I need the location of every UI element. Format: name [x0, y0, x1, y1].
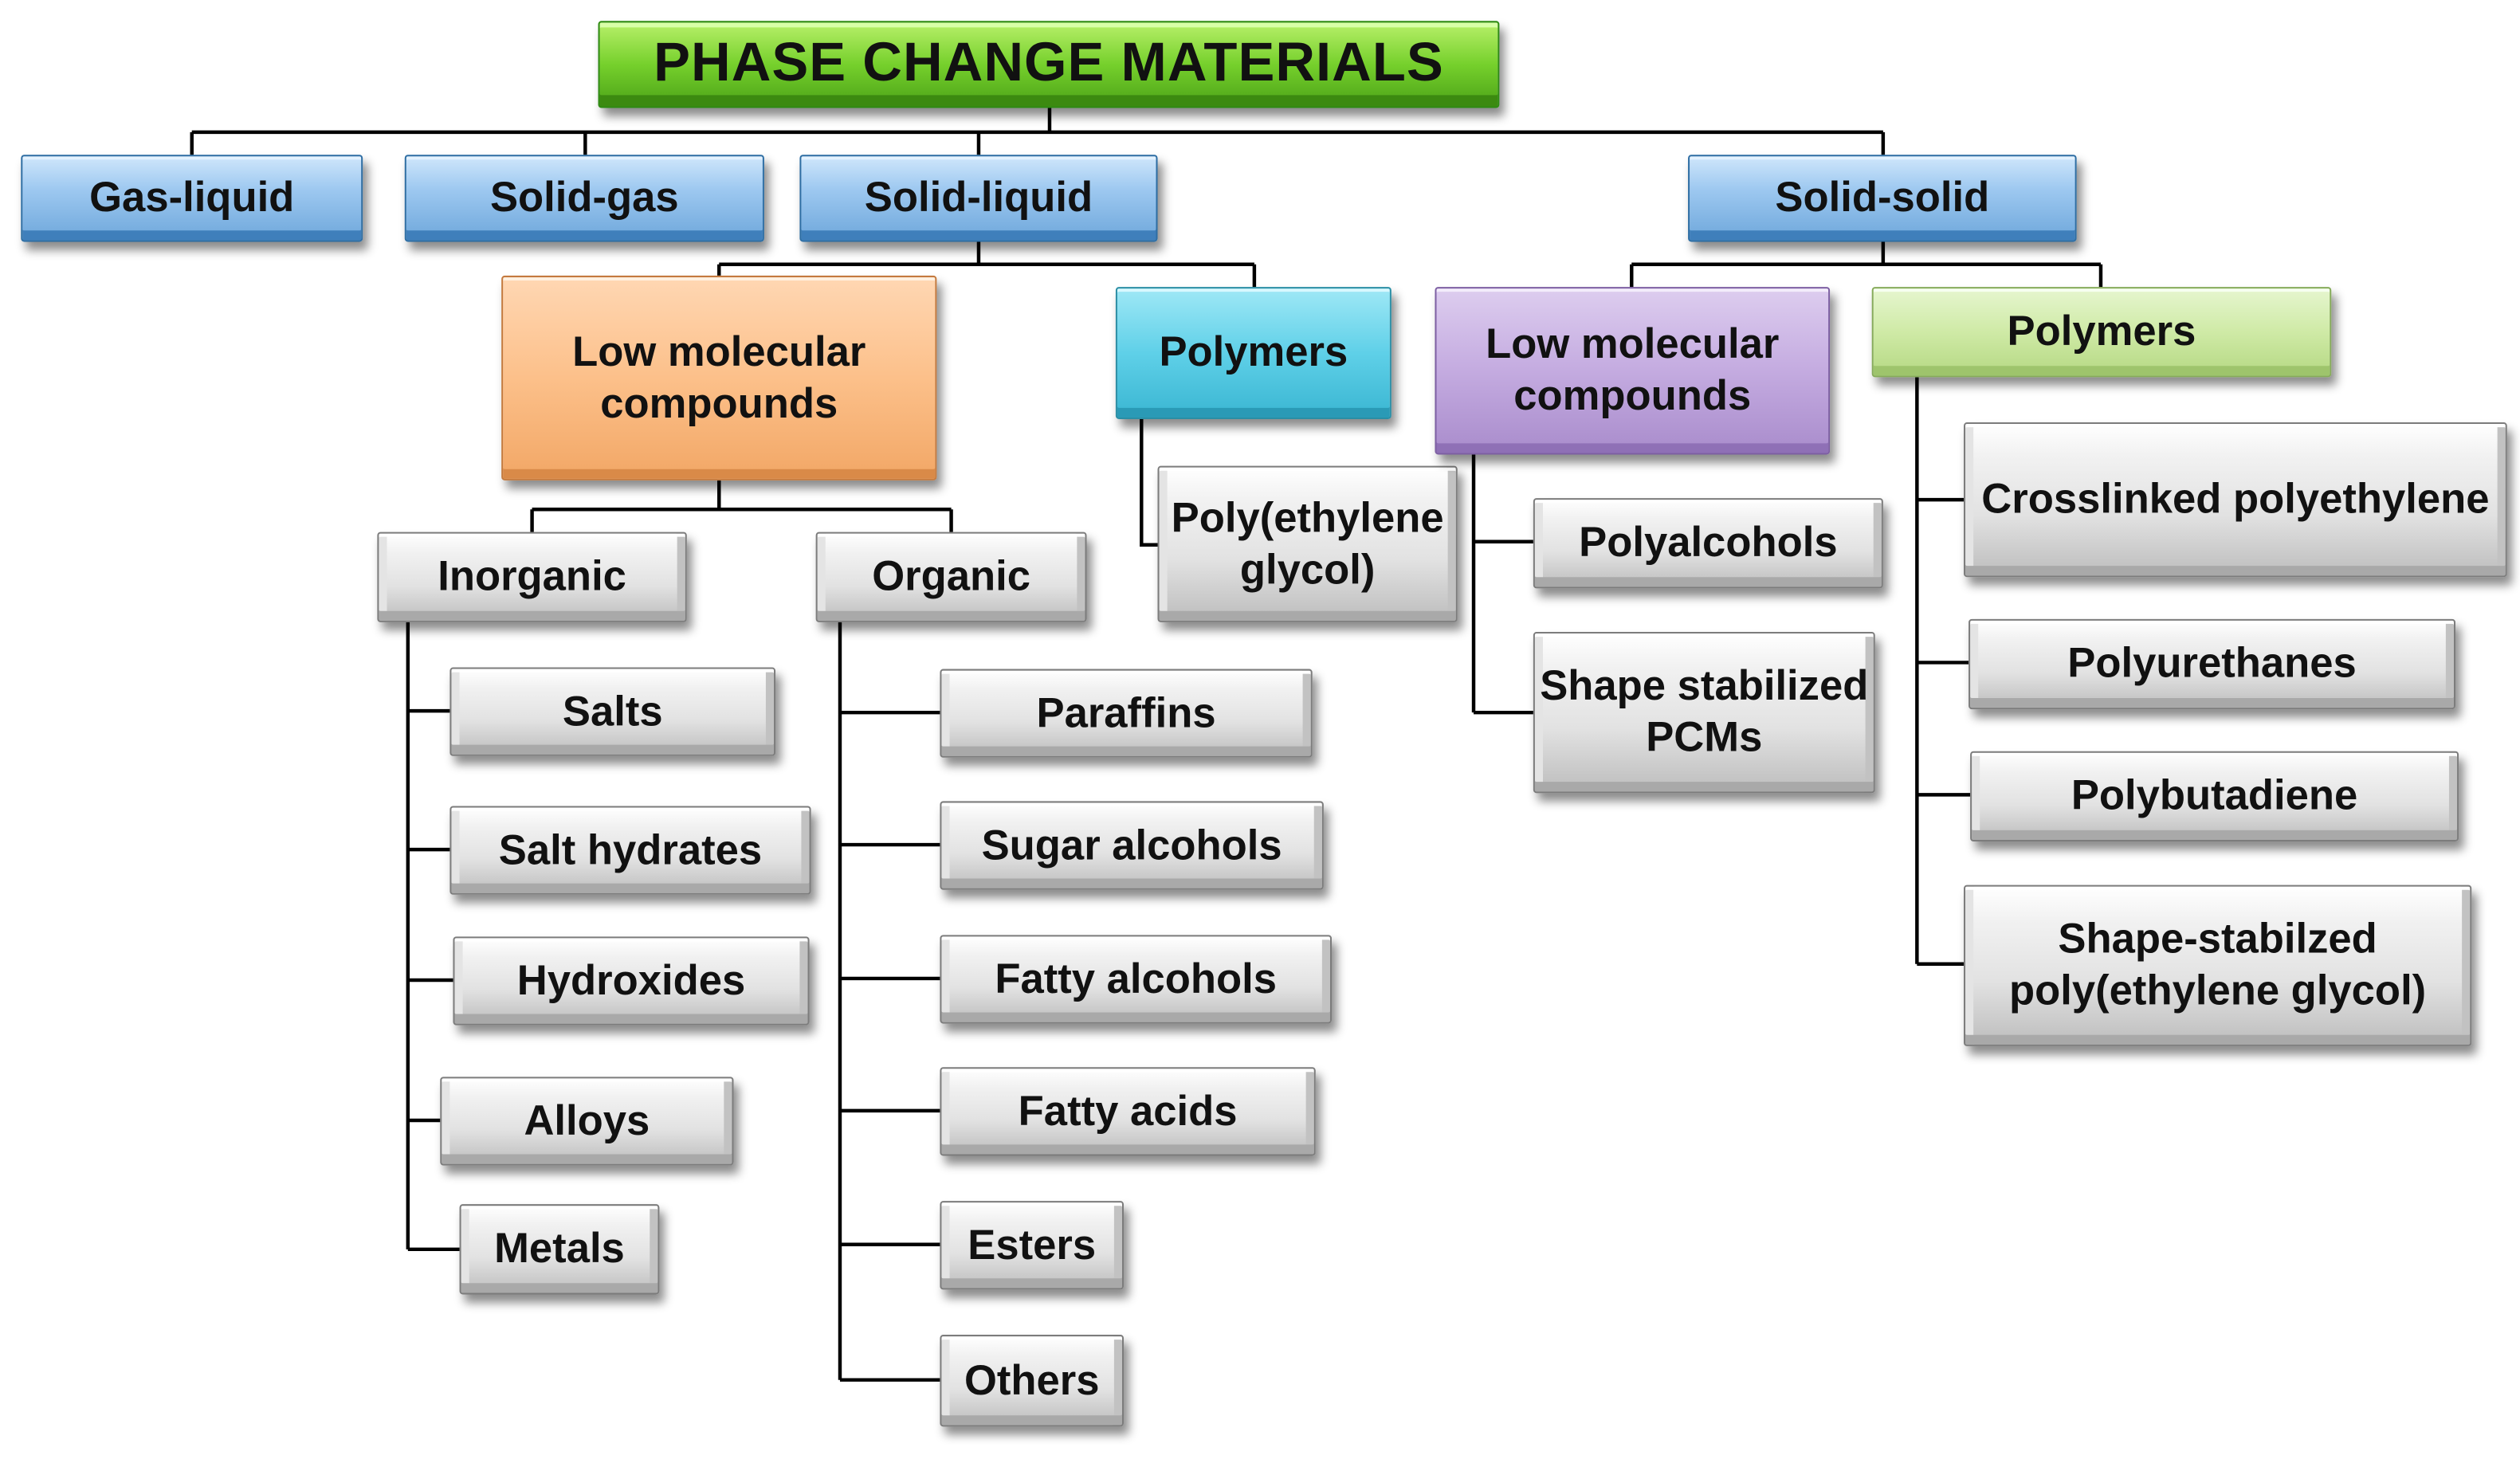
- solid-solid-polymer-item: Shape-stabilzed poly(ethylene glycol): [1964, 885, 2472, 1046]
- organic-item: Fatty acids: [940, 1067, 1316, 1156]
- inorganic-item: Hydroxides: [453, 936, 810, 1026]
- connector-inorganic-list: [406, 622, 460, 1252]
- connector-solid-solid-children: [1630, 241, 2103, 288]
- category-gas-liquid: Gas-liquid: [21, 155, 363, 242]
- solid-liquid-low-molecular-compounds: Low molecular compounds: [501, 275, 937, 481]
- connector-solid-liquid-children: [717, 241, 1257, 288]
- solid-solid-low-molecular-item: Polyalcohols: [1533, 498, 1883, 589]
- diagram-title: PHASE CHANGE MATERIALS: [598, 21, 1500, 108]
- solid-solid-low-molecular-item: Shape stabilized PCMs: [1533, 632, 1875, 794]
- connector-title-to-categories: [190, 106, 1886, 155]
- category-solid-solid: Solid-solid: [1688, 155, 2077, 242]
- organic-item: Paraffins: [940, 669, 1313, 758]
- connector-organic-list: [838, 622, 940, 1382]
- solid-solid-polymer-item: Crosslinked polyethylene: [1964, 422, 2507, 578]
- inorganic-item: Metals: [459, 1204, 660, 1295]
- organic-group: Organic: [815, 531, 1087, 622]
- inorganic-group: Inorganic: [377, 531, 687, 622]
- organic-item: Fatty alcohols: [940, 935, 1332, 1024]
- inorganic-item: Salts: [449, 667, 776, 756]
- inorganic-item: Salt hydrates: [449, 806, 811, 895]
- connector-solid-solid-polymers-list: [1915, 377, 1971, 966]
- organic-item: Others: [940, 1335, 1125, 1427]
- solid-solid-polymer-item: Polyurethanes: [1969, 618, 2456, 710]
- organic-item: Esters: [940, 1201, 1125, 1290]
- solid-solid-polymers: Polymers: [1871, 287, 2332, 378]
- category-solid-gas: Solid-gas: [404, 155, 764, 242]
- inorganic-item: Alloys: [440, 1077, 734, 1166]
- solid-liquid-polymers: Polymers: [1115, 287, 1391, 419]
- solid-solid-polymer-item: Polybutadiene: [1970, 751, 2459, 842]
- connector-low-molecular-children: [530, 480, 953, 532]
- connector-solid-solid-low-molecular-list: [1471, 454, 1533, 715]
- solid-solid-low-molecular-compounds: Low molecular compounds: [1435, 287, 1831, 455]
- category-solid-liquid: Solid-liquid: [799, 155, 1158, 242]
- organic-item: Sugar alcohols: [940, 801, 1324, 890]
- poly-ethylene-glycol: Poly(ethylene glycol): [1157, 465, 1458, 622]
- connector-polymers-to-peg: [1140, 418, 1158, 547]
